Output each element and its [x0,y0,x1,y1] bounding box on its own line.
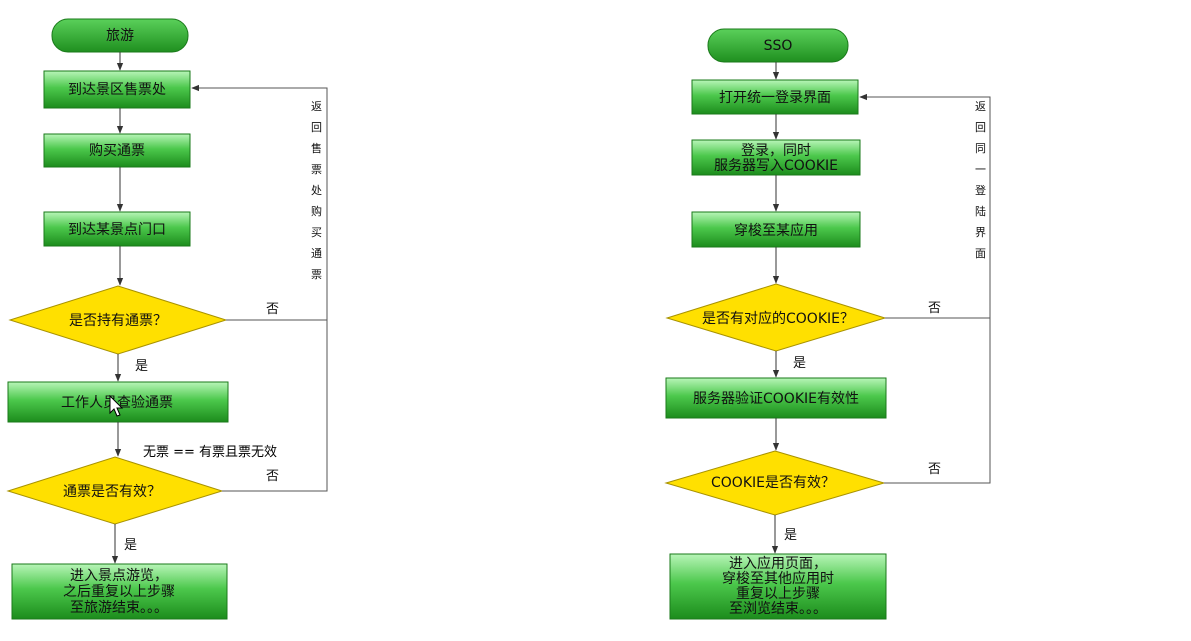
right-return-char: 界 [975,226,986,239]
right-return-line [859,93,991,319]
right-return-char: 返 [975,100,986,113]
left-return-char: 回 [311,121,322,134]
left-yes2-label: 是 [124,538,137,553]
right-step1-label: 打开统一登录界面 [719,89,831,106]
right-step2-line1: 登录，同时 [741,143,811,159]
right-no1-label: 否 [928,301,941,316]
left-flowchart: 旅游 到达景区售票处 购买通票 到达某景点门口 是否持有通票？ 是 工作人员查验… [6,18,328,620]
mouse-cursor-icon [109,394,124,417]
left-step1-box [43,70,191,109]
right-return-vertical-label: 返 回 同 一 登 陆 界 面 [975,100,986,260]
right-decision1-label: 是否有对应的COOKIE？ [702,310,854,327]
left-return-char: 处 [311,184,322,197]
left-end-line2: 之后重复以上步骤 [63,583,175,600]
right-end-line2: 穿梭至其他应用时 [722,570,834,587]
right-step2-line2: 服务器写入COOKIE [714,158,838,174]
left-return-char: 售 [311,141,322,155]
right-return-char: 登 [975,183,986,197]
right-end-line3: 重复以上步骤 [736,585,820,602]
left-return-char: 票 [311,163,322,176]
left-end-line1: 进入景点游览， [70,568,168,584]
left-return-line [191,84,328,321]
right-step3-box [691,211,861,248]
right-end-line1: 进入应用页面， [729,555,827,572]
left-yes1-label: 是 [135,359,148,374]
left-step1-label: 到达景区售票处 [68,82,166,98]
left-return-char: 返 [311,100,322,113]
right-step4-box [665,377,887,419]
left-no2-label: 否 [266,469,279,484]
right-yes1-label: 是 [793,356,806,371]
right-return-char: 同 [975,142,986,155]
left-return-vertical-label: 返 回 售 票 处 购 买 通 票 [311,100,322,281]
left-step3-box [43,211,191,247]
left-end-line3: 至旅游结束。。。 [70,600,168,616]
left-no1-label: 否 [266,302,279,317]
right-no2-label: 否 [928,462,941,477]
left-step2-box [43,133,191,168]
right-decision2-label: COOKIE是否有效？ [711,475,835,491]
right-end-box [669,553,887,620]
left-step3-label: 到达某景点门口 [68,222,166,238]
left-return-char: 通 [311,247,322,260]
right-flowchart: SSO 打开统一登录界面 登录，同时 服务器写入COOKIE 穿梭至某应用 是否… [664,28,991,620]
right-return-char: 面 [975,247,986,260]
left-return-char: 购 [311,204,322,218]
right-return-char: 一 [975,163,986,176]
right-return-char: 回 [975,121,986,134]
right-start-label: SSO [764,38,793,54]
right-return-char: 陆 [975,204,986,218]
left-note: 无票 == 有票且票无效 [143,445,277,460]
left-decision2-label: 通票是否有效？ [63,484,161,500]
right-start-pill [707,28,849,63]
left-decision1-label: 是否持有通票？ [69,313,167,329]
right-step4-label: 服务器验证COOKIE有效性 [693,391,859,407]
right-step3-label: 穿梭至某应用 [734,222,818,239]
left-return-char: 买 [311,226,322,239]
left-return-char: 票 [311,268,322,281]
right-yes2-label: 是 [784,528,797,543]
left-step2-label: 购买通票 [89,143,145,159]
left-end-box [11,563,228,620]
left-start-label: 旅游 [106,28,134,44]
left-return-line2 [222,320,328,492]
right-return-line2 [884,318,991,484]
right-end-line4: 至浏览结束。。。 [729,601,827,617]
right-step2-box [691,139,861,176]
right-step1-box [691,79,859,115]
